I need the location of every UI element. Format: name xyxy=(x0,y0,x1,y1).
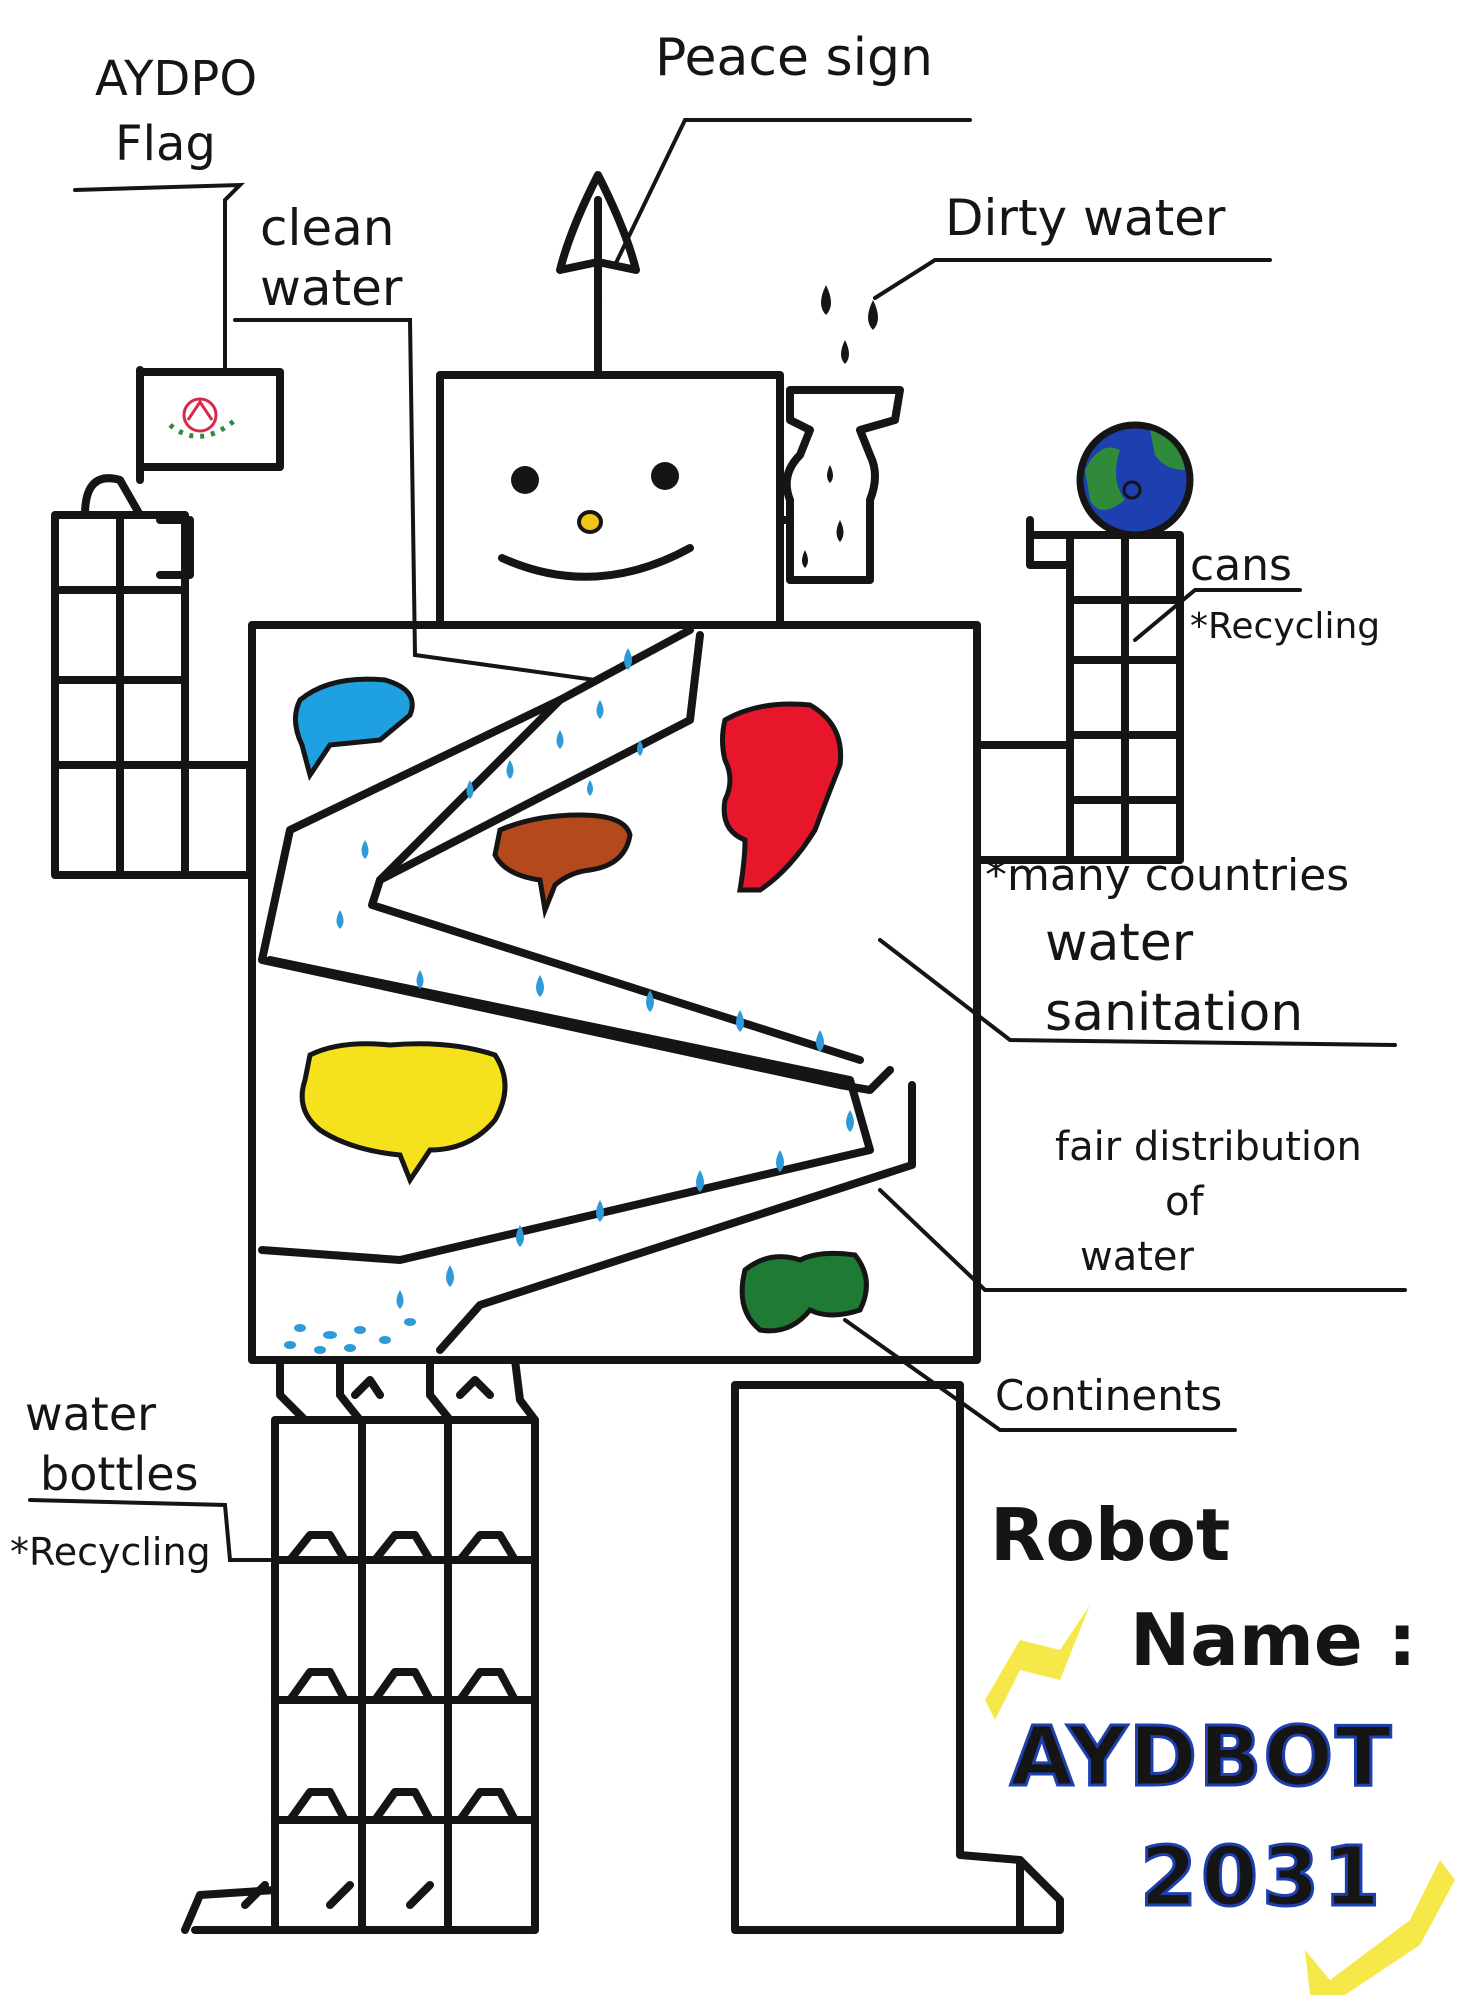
robot-head xyxy=(436,371,784,634)
right-arm xyxy=(966,516,1184,864)
annotation-labels: AYDPO Flag Peace sign clean water Dirty … xyxy=(10,28,1380,1574)
yellow-highlight-bottom xyxy=(1305,1860,1455,1995)
continents xyxy=(293,676,869,1334)
peace-sign-label: Peace sign xyxy=(655,28,933,88)
left-eye xyxy=(511,466,539,494)
cans-note-label: *Recycling xyxy=(1190,606,1380,647)
right-leg xyxy=(731,1381,1064,1934)
bottles-label-line2: bottles xyxy=(40,1447,198,1501)
fair-distribution-label-line3: water xyxy=(1080,1234,1195,1280)
fair-distribution-label-line2: of xyxy=(1165,1179,1204,1225)
sanitation-label-line3: sanitation xyxy=(1045,983,1303,1043)
river-drops xyxy=(284,648,854,1354)
water-bottle-icon xyxy=(181,1356,539,1934)
smile xyxy=(498,544,694,581)
bottles-label-line1: water xyxy=(25,1387,156,1441)
water-drop-icon xyxy=(821,285,878,364)
left-arm xyxy=(51,474,254,879)
flag-label-line2: Flag xyxy=(115,116,216,172)
leader-lines xyxy=(28,118,1407,1562)
robot-year-value: 2031 xyxy=(1140,1830,1384,1925)
flag-label-line1: AYDPO xyxy=(95,51,257,107)
continent-blue xyxy=(293,676,415,781)
clean-water-label-line1: clean xyxy=(260,199,394,257)
fair-distribution-label-line1: fair distribution xyxy=(1055,1124,1362,1170)
flag-icon xyxy=(136,366,284,484)
bottles-note-label: *Recycling xyxy=(10,1530,211,1574)
continent-yellow xyxy=(299,1041,508,1186)
sanitation-label-line2: water xyxy=(1045,913,1194,973)
robot-name-block: Robot Name : AYDBOT 2031 xyxy=(985,1493,1455,1995)
cans-label: cans xyxy=(1190,540,1292,591)
peace-sign-icon xyxy=(556,171,640,379)
continent-brown xyxy=(492,812,633,920)
nose xyxy=(577,510,603,534)
dirty-water-bottle xyxy=(776,386,904,584)
continent-red xyxy=(720,701,844,893)
dirty-water-label: Dirty water xyxy=(945,189,1226,247)
robot-name-value: AYDBOT xyxy=(1010,1710,1393,1805)
continent-green xyxy=(739,1250,869,1334)
clean-water-label-line2: water xyxy=(260,259,403,317)
robot-label: Robot xyxy=(990,1493,1230,1577)
sanitation-label-line1: *many countries xyxy=(985,850,1349,901)
globe-icon xyxy=(1076,421,1194,539)
name-label: Name : xyxy=(1130,1598,1417,1682)
right-eye xyxy=(651,462,679,490)
robot-body xyxy=(248,621,981,1364)
yellow-highlight-top xyxy=(985,1605,1090,1720)
continents-label: Continents xyxy=(995,1371,1222,1420)
